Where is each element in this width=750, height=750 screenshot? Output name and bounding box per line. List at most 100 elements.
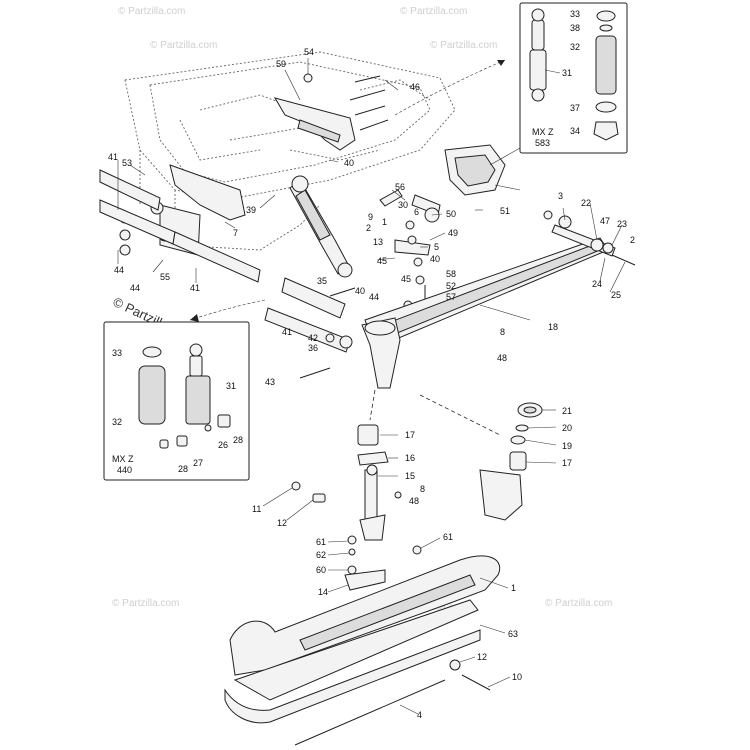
callout-60: 60	[316, 565, 326, 575]
inset-upper-callout-32: 32	[570, 42, 580, 52]
callout-63: 63	[508, 629, 518, 639]
callout-17b: 17	[562, 458, 572, 468]
watermark-top-left: © Partzilla.com	[118, 6, 185, 17]
callout-40a: 40	[344, 158, 354, 168]
callout-46: 46	[410, 82, 420, 92]
callout-16: 16	[405, 453, 415, 463]
callout-40b: 40	[430, 254, 440, 264]
leader-lines	[117, 58, 626, 715]
callout-2b: 2	[630, 235, 635, 245]
inset-lower-callout-31: 31	[226, 381, 236, 391]
callout-50: 50	[446, 209, 456, 219]
inset-lower-callout-26: 26	[218, 440, 228, 450]
callout-10: 10	[512, 672, 522, 682]
callout-52: 52	[446, 281, 456, 291]
inset-upper-callout-31: 31	[562, 68, 572, 78]
callout-11: 11	[252, 504, 261, 514]
callout-1b: 1	[511, 583, 516, 593]
callout-1a: 1	[382, 217, 387, 227]
inset-upper-mxz583	[519, 2, 628, 154]
callout-21: 21	[562, 406, 572, 416]
arrow-to-upper-inset	[497, 60, 505, 66]
callout-44a: 44	[114, 265, 124, 275]
callout-51: 51	[500, 206, 510, 216]
inset-lower-model-line1: MX Z	[112, 454, 134, 464]
callout-12a: 12	[277, 518, 287, 528]
upper-shock-bracket	[273, 97, 356, 151]
ski-runner	[294, 679, 446, 746]
callout-6: 6	[414, 207, 419, 217]
inset-lower-callout-28a: 28	[233, 435, 243, 445]
axis-line	[369, 389, 376, 421]
inset-lower-callout-28b: 28	[178, 464, 188, 474]
callout-58: 58	[446, 269, 456, 279]
tie-rod	[364, 210, 636, 349]
callout-41b: 41	[190, 283, 200, 293]
bolt-35	[329, 287, 356, 297]
callout-8b: 8	[420, 484, 425, 494]
callout-23: 23	[617, 219, 627, 229]
watermark-top-mid: © Partzilla.com	[400, 6, 467, 17]
bolt-43	[299, 367, 331, 379]
callout-9: 9	[368, 212, 373, 222]
callout-14: 14	[318, 587, 328, 597]
callout-25: 25	[611, 290, 621, 300]
callout-57: 57	[446, 292, 456, 302]
callout-55: 55	[160, 272, 170, 282]
inset-lower-callout-27: 27	[193, 458, 203, 468]
callout-7: 7	[233, 228, 238, 238]
callout-36: 36	[308, 343, 318, 353]
callout-45a: 45	[377, 256, 387, 266]
steering-arm-bracket	[444, 144, 521, 196]
inset-upper-callout-38: 38	[570, 23, 580, 33]
spindle-hardware	[291, 481, 422, 591]
callout-22: 22	[581, 198, 591, 208]
callout-42: 42	[308, 333, 318, 343]
callout-48b: 48	[409, 496, 419, 506]
callout-49: 49	[448, 228, 458, 238]
callout-44c: 44	[369, 292, 379, 302]
watermark-bottom-right: © Partzilla.com	[545, 598, 612, 609]
callout-41a: 41	[108, 152, 118, 162]
inset-upper-callout-33: 33	[570, 9, 580, 19]
callout-40c: 40	[355, 286, 365, 296]
callout-3: 3	[558, 191, 563, 201]
spindle-assembly	[357, 424, 389, 541]
inset-upper-callout-37: 37	[570, 103, 580, 113]
callout-12b: 12	[477, 652, 487, 662]
callout-61b: 61	[443, 532, 453, 542]
center-shock-absorber	[289, 175, 353, 278]
knuckle-parts-right	[479, 402, 543, 521]
inset-lower-model-line2: 440	[117, 465, 132, 475]
callout-59: 59	[276, 59, 286, 69]
callout-62: 62	[316, 550, 326, 560]
callout-48a: 48	[497, 353, 507, 363]
ski	[224, 555, 501, 724]
callout-15: 15	[405, 471, 415, 481]
callout-45b: 45	[401, 274, 411, 284]
callout-19: 19	[562, 441, 572, 451]
arrow-to-lower-inset	[190, 314, 199, 322]
bolts-46	[349, 75, 389, 131]
callout-8a: 8	[500, 327, 505, 337]
callout-24: 24	[592, 279, 602, 289]
watermark-top-right: © Partzilla.com	[150, 40, 217, 51]
spindle-housing	[325, 317, 401, 389]
callout-2a: 2	[366, 223, 371, 233]
watermark-bottom-left: © Partzilla.com	[112, 598, 179, 609]
callout-44b: 44	[130, 283, 140, 293]
inset-lower-mxz440	[103, 321, 250, 481]
inset-upper-model-line1: MX Z	[532, 127, 554, 137]
callout-61a: 61	[316, 537, 326, 547]
callout-13: 13	[373, 237, 383, 247]
axis-line-2	[419, 394, 501, 436]
callout-35: 35	[317, 276, 327, 286]
callout-5: 5	[434, 242, 439, 252]
watermark-top-right-2: © Partzilla.com	[430, 40, 497, 51]
inset-upper-callout-34: 34	[570, 126, 580, 136]
nut-54	[303, 73, 313, 83]
cable-line	[394, 59, 506, 116]
callout-54: 54	[304, 47, 314, 57]
callout-17a: 17	[405, 430, 415, 440]
